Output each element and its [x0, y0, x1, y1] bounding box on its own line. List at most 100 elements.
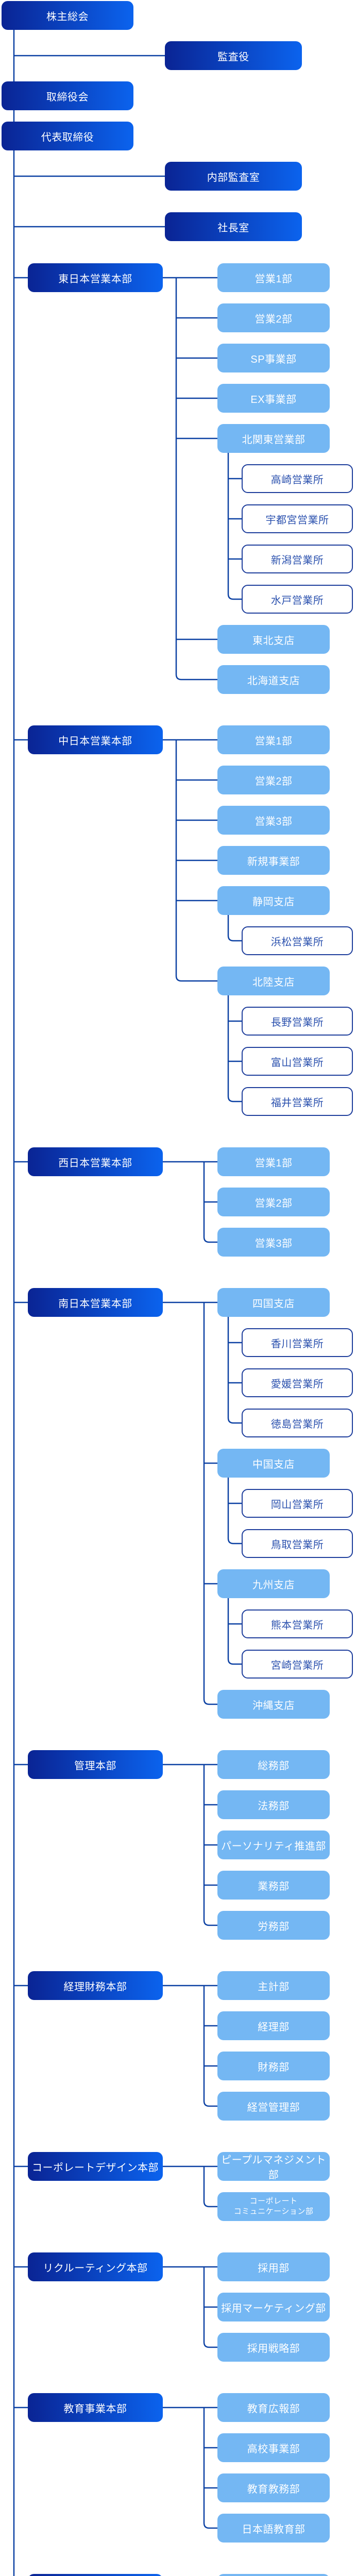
node-board-of-directors: 取締役会 [2, 81, 133, 110]
node-hokuriku-branch-label: 北陸支店 [252, 976, 295, 988]
node-recruiting-marketing-dept-label: 採用マーケティング部 [221, 2302, 326, 2314]
node-hokuriku-branch: 北陸支店 [217, 967, 330, 995]
node-utsunomiya-sales-office-label: 宇都宮営業所 [265, 514, 329, 526]
node-west-sales-dept-3-label: 営業3部 [255, 1238, 293, 1249]
node-accounting-finance-hq-label: 経理財務本部 [63, 1981, 127, 1993]
node-finance-dept: 財務部 [217, 2052, 330, 2080]
node-labor-affairs-dept: 労務部 [217, 1911, 330, 1940]
node-kagawa-sales-office: 香川営業所 [242, 1328, 353, 1357]
node-ehime-sales-office-label: 愛媛営業所 [270, 1378, 324, 1390]
node-accounting-finance-hq: 経理財務本部 [28, 1971, 163, 2000]
node-education-business-hq-label: 教育事業本部 [63, 2403, 127, 2415]
node-high-school-business-dept: 高校事業部 [217, 2433, 330, 2462]
node-kyushu-branch-label: 九州支店 [252, 1579, 295, 1591]
node-central-sales-dept-3-label: 営業3部 [255, 816, 293, 827]
connector-path [13, 30, 242, 2576]
node-east-sales-dept-2-label: 営業2部 [255, 313, 293, 325]
node-hamamatsu-sales-office: 浜松営業所 [242, 926, 353, 955]
node-east-japan-sales-hq-label: 東日本営業本部 [58, 273, 132, 285]
node-tohoku-branch: 東北支店 [217, 625, 330, 654]
node-east-japan-sales-hq: 東日本営業本部 [28, 263, 163, 292]
node-south-japan-sales-hq-label: 南日本営業本部 [58, 1298, 132, 1310]
node-hamamatsu-sales-office-label: 浜松営業所 [270, 936, 324, 948]
node-labor-affairs-dept-label: 労務部 [258, 1921, 290, 1933]
node-audit-officer-label: 監査役 [217, 51, 249, 63]
node-east-sales-dept-2: 営業2部 [217, 303, 330, 332]
node-legal-dept: 法務部 [217, 1790, 330, 1819]
node-new-business-dept: 新規事業部 [217, 846, 330, 875]
node-presidents-office: 社長室 [165, 212, 302, 241]
node-chugoku-branch-label: 中国支店 [252, 1459, 295, 1470]
node-legal-dept-label: 法務部 [258, 1800, 290, 1812]
node-recruiting-strategy-dept-label: 採用戦略部 [247, 2343, 300, 2354]
node-toyama-sales-office-label: 富山営業所 [270, 1057, 324, 1069]
node-budget-dept-label: 主計部 [258, 1981, 290, 1993]
node-utsunomiya-sales-office: 宇都宮営業所 [242, 504, 353, 533]
node-japanese-language-education-dept-label: 日本語教育部 [242, 2523, 306, 2535]
node-tohoku-branch-label: 東北支店 [252, 635, 295, 647]
node-central-sales-dept-1: 営業1部 [217, 725, 330, 754]
node-recruiting-hq: リクルーティング本部 [28, 2252, 163, 2281]
node-north-kanto-sales-dept: 北関東営業部 [217, 424, 330, 453]
node-personality-promotion-dept-label: パーソナリティ推進部 [221, 1840, 326, 1852]
node-education-business-hq: 教育事業本部 [28, 2393, 163, 2422]
node-shizuoka-branch: 静岡支店 [217, 886, 330, 915]
node-accounting-dept: 経理部 [217, 2011, 330, 2040]
node-education-academic-affairs-dept: 教育教務部 [217, 2473, 330, 2502]
node-presidents-office-label: 社長室 [217, 222, 249, 234]
node-education-pr-dept-label: 教育広報部 [247, 2403, 300, 2415]
node-operations-dept-label: 業務部 [258, 1880, 290, 1892]
node-sp-business-dept: SP事業部 [217, 344, 330, 372]
node-tokushima-sales-office-label: 徳島営業所 [270, 1418, 324, 1430]
node-east-sales-dept-1-label: 営業1部 [255, 273, 293, 285]
node-administration-hq: 管理本部 [28, 1750, 163, 1779]
node-miyazaki-sales-office-label: 宮崎営業所 [270, 1659, 324, 1671]
node-japanese-language-education-dept: 日本語教育部 [217, 2514, 330, 2543]
node-east-sales-dept-1: 営業1部 [217, 263, 330, 292]
node-shizuoka-branch-label: 静岡支店 [252, 896, 295, 908]
node-nagano-sales-office: 長野営業所 [242, 1007, 353, 1036]
node-general-affairs-dept: 総務部 [217, 1750, 330, 1779]
node-sp-business-dept-label: SP事業部 [250, 353, 297, 365]
node-finance-dept-label: 財務部 [258, 2061, 290, 2073]
node-central-sales-dept-2: 営業2部 [217, 766, 330, 794]
node-okinawa-branch: 沖縄支店 [217, 1690, 330, 1719]
node-central-sales-dept-1-label: 営業1部 [255, 735, 293, 747]
node-tokushima-sales-office: 徳島営業所 [242, 1409, 353, 1437]
node-okayama-sales-office-label: 岡山営業所 [270, 1499, 324, 1511]
node-corporate-communication-dept: コーポレート コミュニケーション部 [217, 2192, 330, 2221]
node-mito-sales-office-label: 水戸営業所 [270, 595, 324, 606]
node-tottori-sales-office: 鳥取営業所 [242, 1529, 353, 1558]
node-recruiting-strategy-dept: 採用戦略部 [217, 2333, 330, 2362]
node-takasaki-sales-office: 高崎営業所 [242, 464, 353, 493]
node-tottori-sales-office-label: 鳥取営業所 [270, 1539, 324, 1551]
node-west-sales-dept-3: 営業3部 [217, 1228, 330, 1257]
node-kagawa-sales-office-label: 香川営業所 [270, 1338, 324, 1350]
node-operations-dept: 業務部 [217, 1871, 330, 1900]
node-ex-business-dept: EX事業部 [217, 384, 330, 413]
node-kyushu-branch: 九州支店 [217, 1569, 330, 1598]
node-nagano-sales-office-label: 長野営業所 [270, 1016, 324, 1028]
node-education-academic-affairs-dept-label: 教育教務部 [247, 2483, 300, 2495]
node-personality-promotion-dept: パーソナリティ推進部 [217, 1831, 330, 1859]
node-fukui-sales-office: 福井営業所 [242, 1087, 353, 1116]
node-central-sales-dept-2-label: 営業2部 [255, 775, 293, 787]
node-west-japan-sales-hq-label: 西日本営業本部 [58, 1157, 132, 1169]
node-miyazaki-sales-office: 宮崎営業所 [242, 1650, 353, 1679]
node-west-sales-dept-2-label: 営業2部 [255, 1197, 293, 1209]
node-education-pr-dept: 教育広報部 [217, 2393, 330, 2422]
node-shareholders-meeting-label: 株主総会 [46, 11, 89, 23]
node-north-kanto-sales-dept-label: 北関東営業部 [242, 434, 306, 446]
node-hokkaido-branch: 北海道支店 [217, 665, 330, 694]
node-shikoku-branch: 四国支店 [217, 1288, 330, 1317]
node-audit-officer: 監査役 [165, 41, 302, 70]
node-okinawa-branch-label: 沖縄支店 [252, 1700, 295, 1711]
node-management-planning-dept: 経営管理部 [217, 2092, 330, 2121]
node-business-development-dept-1: 事業開発1部 [217, 2574, 330, 2576]
node-central-japan-sales-hq: 中日本営業本部 [28, 725, 163, 754]
node-fukui-sales-office-label: 福井営業所 [270, 1097, 324, 1109]
node-kumamoto-sales-office-label: 熊本営業所 [270, 1619, 324, 1631]
node-business-development-hq: 事業開発本部 [28, 2574, 163, 2576]
